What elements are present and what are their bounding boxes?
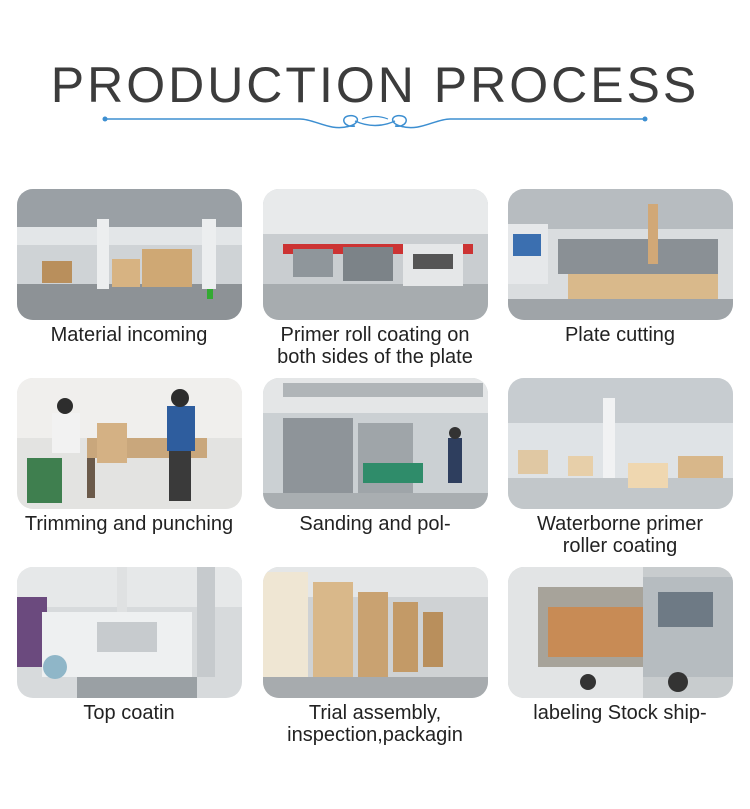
photo-sanding-machine bbox=[263, 378, 488, 509]
step-caption-2: Primer roll coating on both sides of the… bbox=[277, 324, 473, 368]
photo-workers-bench bbox=[17, 378, 242, 509]
photo-warehouse bbox=[17, 189, 242, 320]
photo-truck-loading bbox=[508, 567, 733, 698]
step-caption-1: Material incoming bbox=[50, 324, 208, 346]
photo-carton-stacks bbox=[263, 567, 488, 698]
photo-top-coat-machine bbox=[17, 567, 242, 698]
page-title: PRODUCTION PROCESS bbox=[50, 57, 700, 113]
step-caption-3: Plate cutting bbox=[564, 324, 676, 346]
step-caption-6: Waterborne primer roller coating bbox=[537, 513, 703, 557]
step-caption-8: Trial assembly, inspection,packagin bbox=[287, 702, 463, 746]
photo-coating-line bbox=[263, 189, 488, 320]
step-caption-9: labeling Stock ship- bbox=[533, 702, 707, 724]
step-caption-7: Top coatin bbox=[83, 702, 175, 724]
photo-workshop bbox=[508, 378, 733, 509]
step-caption-5: Sanding and pol- bbox=[299, 513, 451, 535]
step-caption-4: Trimming and punching bbox=[24, 513, 234, 535]
photo-cnc-machine bbox=[508, 189, 733, 320]
title-ornament bbox=[102, 114, 648, 129]
